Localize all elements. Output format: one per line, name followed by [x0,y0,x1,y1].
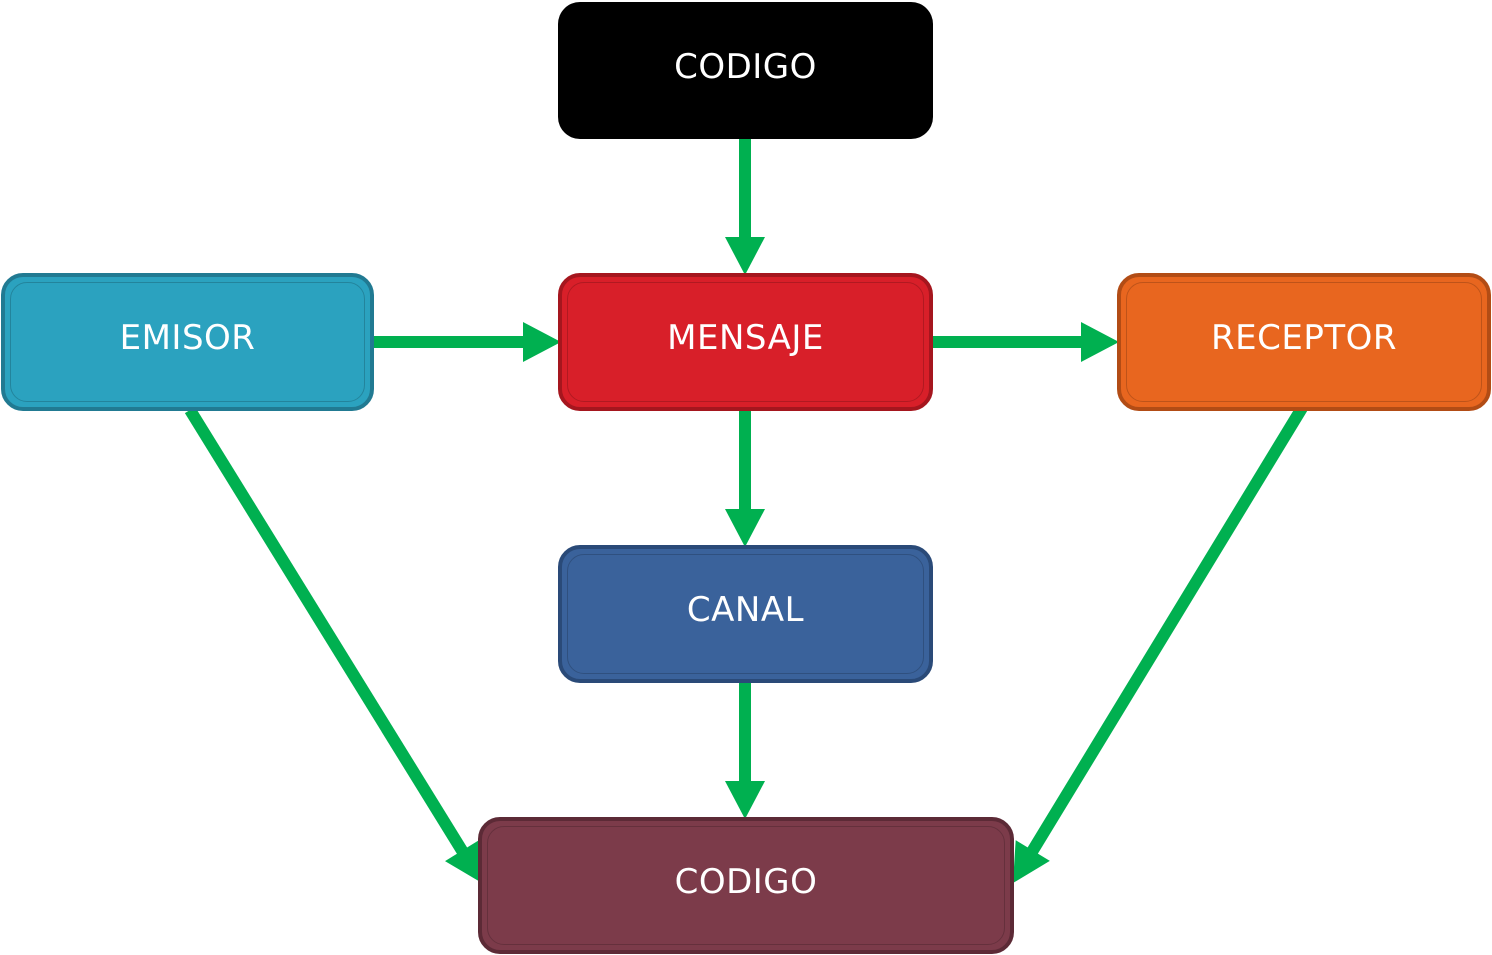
arrow-head-icon [725,781,765,819]
node-emisor[interactable]: EMISOR [1,273,374,411]
node-codigo-bottom[interactable]: CODIGO [478,817,1014,954]
arrow-head-icon [523,322,561,362]
arrow-head-icon [725,237,765,275]
arrow-codigo-top-to-mensaje [725,135,765,275]
node-label: MENSAJE [667,318,824,358]
arrow-head-icon [725,509,765,547]
node-label: CODIGO [674,46,817,87]
arrow-head-icon [1081,322,1119,362]
arrow-mensaje-to-receptor [930,322,1119,362]
node-label: EMISOR [119,318,256,358]
node-label: RECEPTOR [1211,318,1397,358]
arrow-head-icon [445,840,482,883]
node-canal[interactable]: CANAL [558,545,933,683]
arrow-mensaje-to-canal [725,408,765,547]
arrow-canal-to-codigo-bottom [725,680,765,819]
arrow-head-icon [1013,840,1050,883]
node-label: CODIGO [674,861,818,902]
node-mensaje[interactable]: MENSAJE [558,273,933,411]
arrow-shaft [184,406,469,856]
arrow-emisor-to-codigo-bottom [184,406,482,883]
arrow-emisor-to-mensaje [372,322,561,362]
arrow-receptor-to-codigo-bottom [1013,404,1308,883]
node-receptor[interactable]: RECEPTOR [1117,273,1491,411]
arrow-shaft [1026,404,1308,856]
node-label: CANAL [686,590,805,630]
node-codigo-top[interactable]: CODIGO [558,2,933,139]
